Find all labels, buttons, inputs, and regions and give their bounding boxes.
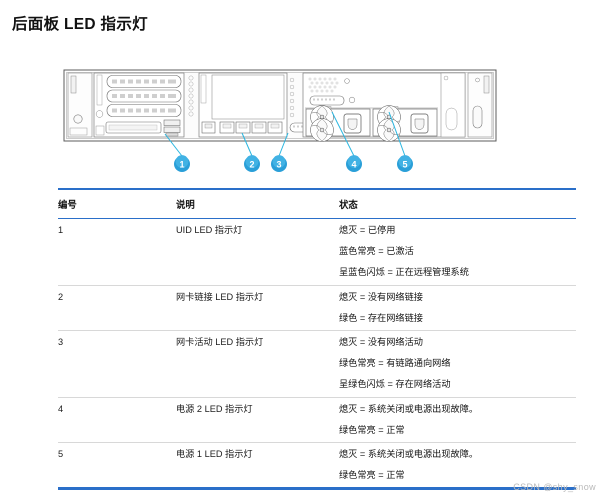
callout-5: 5 [397,155,413,172]
header-number: 编号 [58,188,176,219]
row-number: 1 [58,218,176,286]
callout-2: 2 [244,155,260,172]
row-number: 2 [58,285,176,332]
table-row: 1 UID LED 指示灯 熄灭 = 已停用 蓝色常亮 = 已激活 呈蓝色闪烁 … [58,218,576,286]
row-description: 电源 2 LED 指示灯 [176,397,339,444]
row-status: 熄灭 = 已停用 蓝色常亮 = 已激活 呈蓝色闪烁 = 正在远程管理系统 [339,218,576,286]
svg-text:1: 1 [179,160,184,170]
row-description: UID LED 指示灯 [176,218,339,286]
status-line: 熄灭 = 系统关闭或电源出现故障。 [339,449,479,460]
status-line: 蓝色常亮 = 已激活 [339,246,414,257]
status-line: 绿色常亮 = 有链路通向网络 [339,358,451,369]
callout-1: 1 [174,155,190,172]
rear-panel-figure: 1 2 3 4 5 [60,62,500,182]
page-title: 后面板 LED 指示灯 [12,16,148,33]
rear-panel-diagram-svg: 1 2 3 4 5 [63,69,497,172]
row-description: 网卡活动 LED 指示灯 [176,330,339,398]
led-indicator-table: 编号 说明 状态 1 UID LED 指示灯 熄灭 = 已停用 蓝色常亮 = 已… [58,188,576,491]
row-description: 网卡链接 LED 指示灯 [176,285,339,332]
status-line: 熄灭 = 已停用 [339,225,396,235]
row-status: 熄灭 = 没有网络活动 绿色常亮 = 有链路通向网络 呈绿色闪烁 = 存在网络活… [339,330,576,398]
callout-3: 3 [271,155,287,172]
row-status: 熄灭 = 系统关闭或电源出现故障。 绿色常亮 = 正常 [339,397,576,444]
table-row: 2 网卡链接 LED 指示灯 熄灭 = 没有网络链接 绿色 = 存在网络链接 [58,285,576,332]
row-status: 熄灭 = 系统关闭或电源出现故障。 绿色常亮 = 正常 [339,442,576,491]
svg-text:2: 2 [249,160,254,170]
status-line: 熄灭 = 没有网络活动 [339,337,423,348]
watermark: CSDN @shy_snow [513,482,596,492]
status-line: 熄灭 = 系统关闭或电源出现故障。 [339,403,479,414]
callout-4: 4 [346,155,362,172]
row-number: 5 [58,442,176,491]
status-line: 绿色常亮 = 正常 [339,470,405,481]
table-row: 3 网卡活动 LED 指示灯 熄灭 = 没有网络活动 绿色常亮 = 有链路通向网… [58,330,576,398]
row-status: 熄灭 = 没有网络链接 绿色 = 存在网络链接 [339,285,576,332]
table-header-row: 编号 说明 状态 [58,188,576,219]
header-status: 状态 [339,188,576,219]
table-row: 4 电源 2 LED 指示灯 熄灭 = 系统关闭或电源出现故障。 绿色常亮 = … [58,397,576,444]
table-body: 1 UID LED 指示灯 熄灭 = 已停用 蓝色常亮 = 已激活 呈蓝色闪烁 … [58,218,576,491]
row-description: 电源 1 LED 指示灯 [176,442,339,491]
svg-text:4: 4 [351,160,356,170]
status-line: 绿色 = 存在网络链接 [339,312,423,323]
status-line: 呈蓝色闪烁 = 正在远程管理系统 [339,267,469,278]
row-number: 4 [58,397,176,444]
header-description: 说明 [176,188,339,219]
svg-text:5: 5 [402,160,407,170]
row-number: 3 [58,330,176,398]
table-row: 5 电源 1 LED 指示灯 熄灭 = 系统关闭或电源出现故障。 绿色常亮 = … [58,442,576,491]
status-line: 呈绿色闪烁 = 存在网络活动 [339,379,451,390]
status-line: 熄灭 = 没有网络链接 [339,291,423,302]
svg-text:3: 3 [276,160,281,170]
status-line: 绿色常亮 = 正常 [339,424,405,435]
